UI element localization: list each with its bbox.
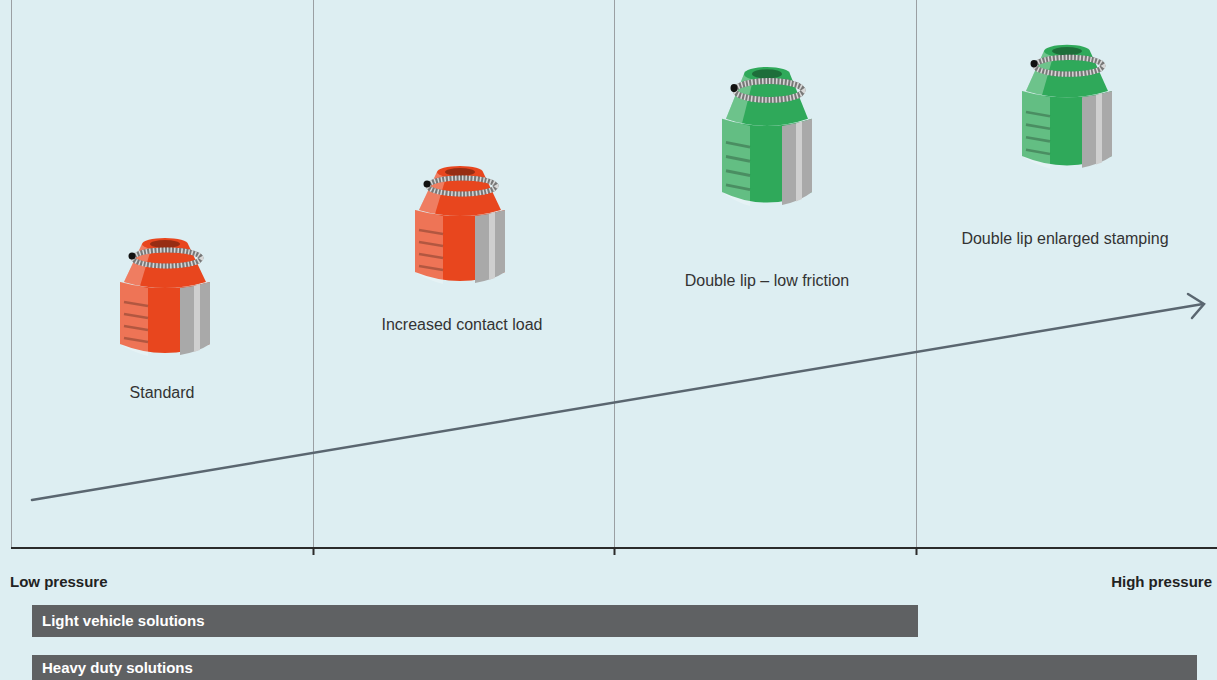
seal-illustration xyxy=(120,238,210,356)
pressure-axis xyxy=(11,548,1217,555)
solution-bar: Light vehicle solutions xyxy=(32,605,918,637)
axis-label: High pressure xyxy=(1111,572,1212,592)
seal-caption: Double lip – low friction xyxy=(685,271,850,291)
column-divider xyxy=(12,0,917,548)
bar-label: Light vehicle solutions xyxy=(32,611,918,631)
seal-caption: Double lip enlarged stamping xyxy=(961,229,1168,249)
bar-label: Heavy duty solutions xyxy=(32,658,1197,678)
seal-caption: Increased contact load xyxy=(382,315,543,335)
seal-illustration xyxy=(415,166,505,284)
seal-illustration xyxy=(1022,45,1112,169)
axis-label: Low pressure xyxy=(10,572,108,592)
seal-caption: Standard xyxy=(130,383,195,403)
seal-illustration xyxy=(722,67,812,206)
trend-arrow xyxy=(32,294,1204,500)
solution-bar: Heavy duty solutions xyxy=(32,655,1197,680)
